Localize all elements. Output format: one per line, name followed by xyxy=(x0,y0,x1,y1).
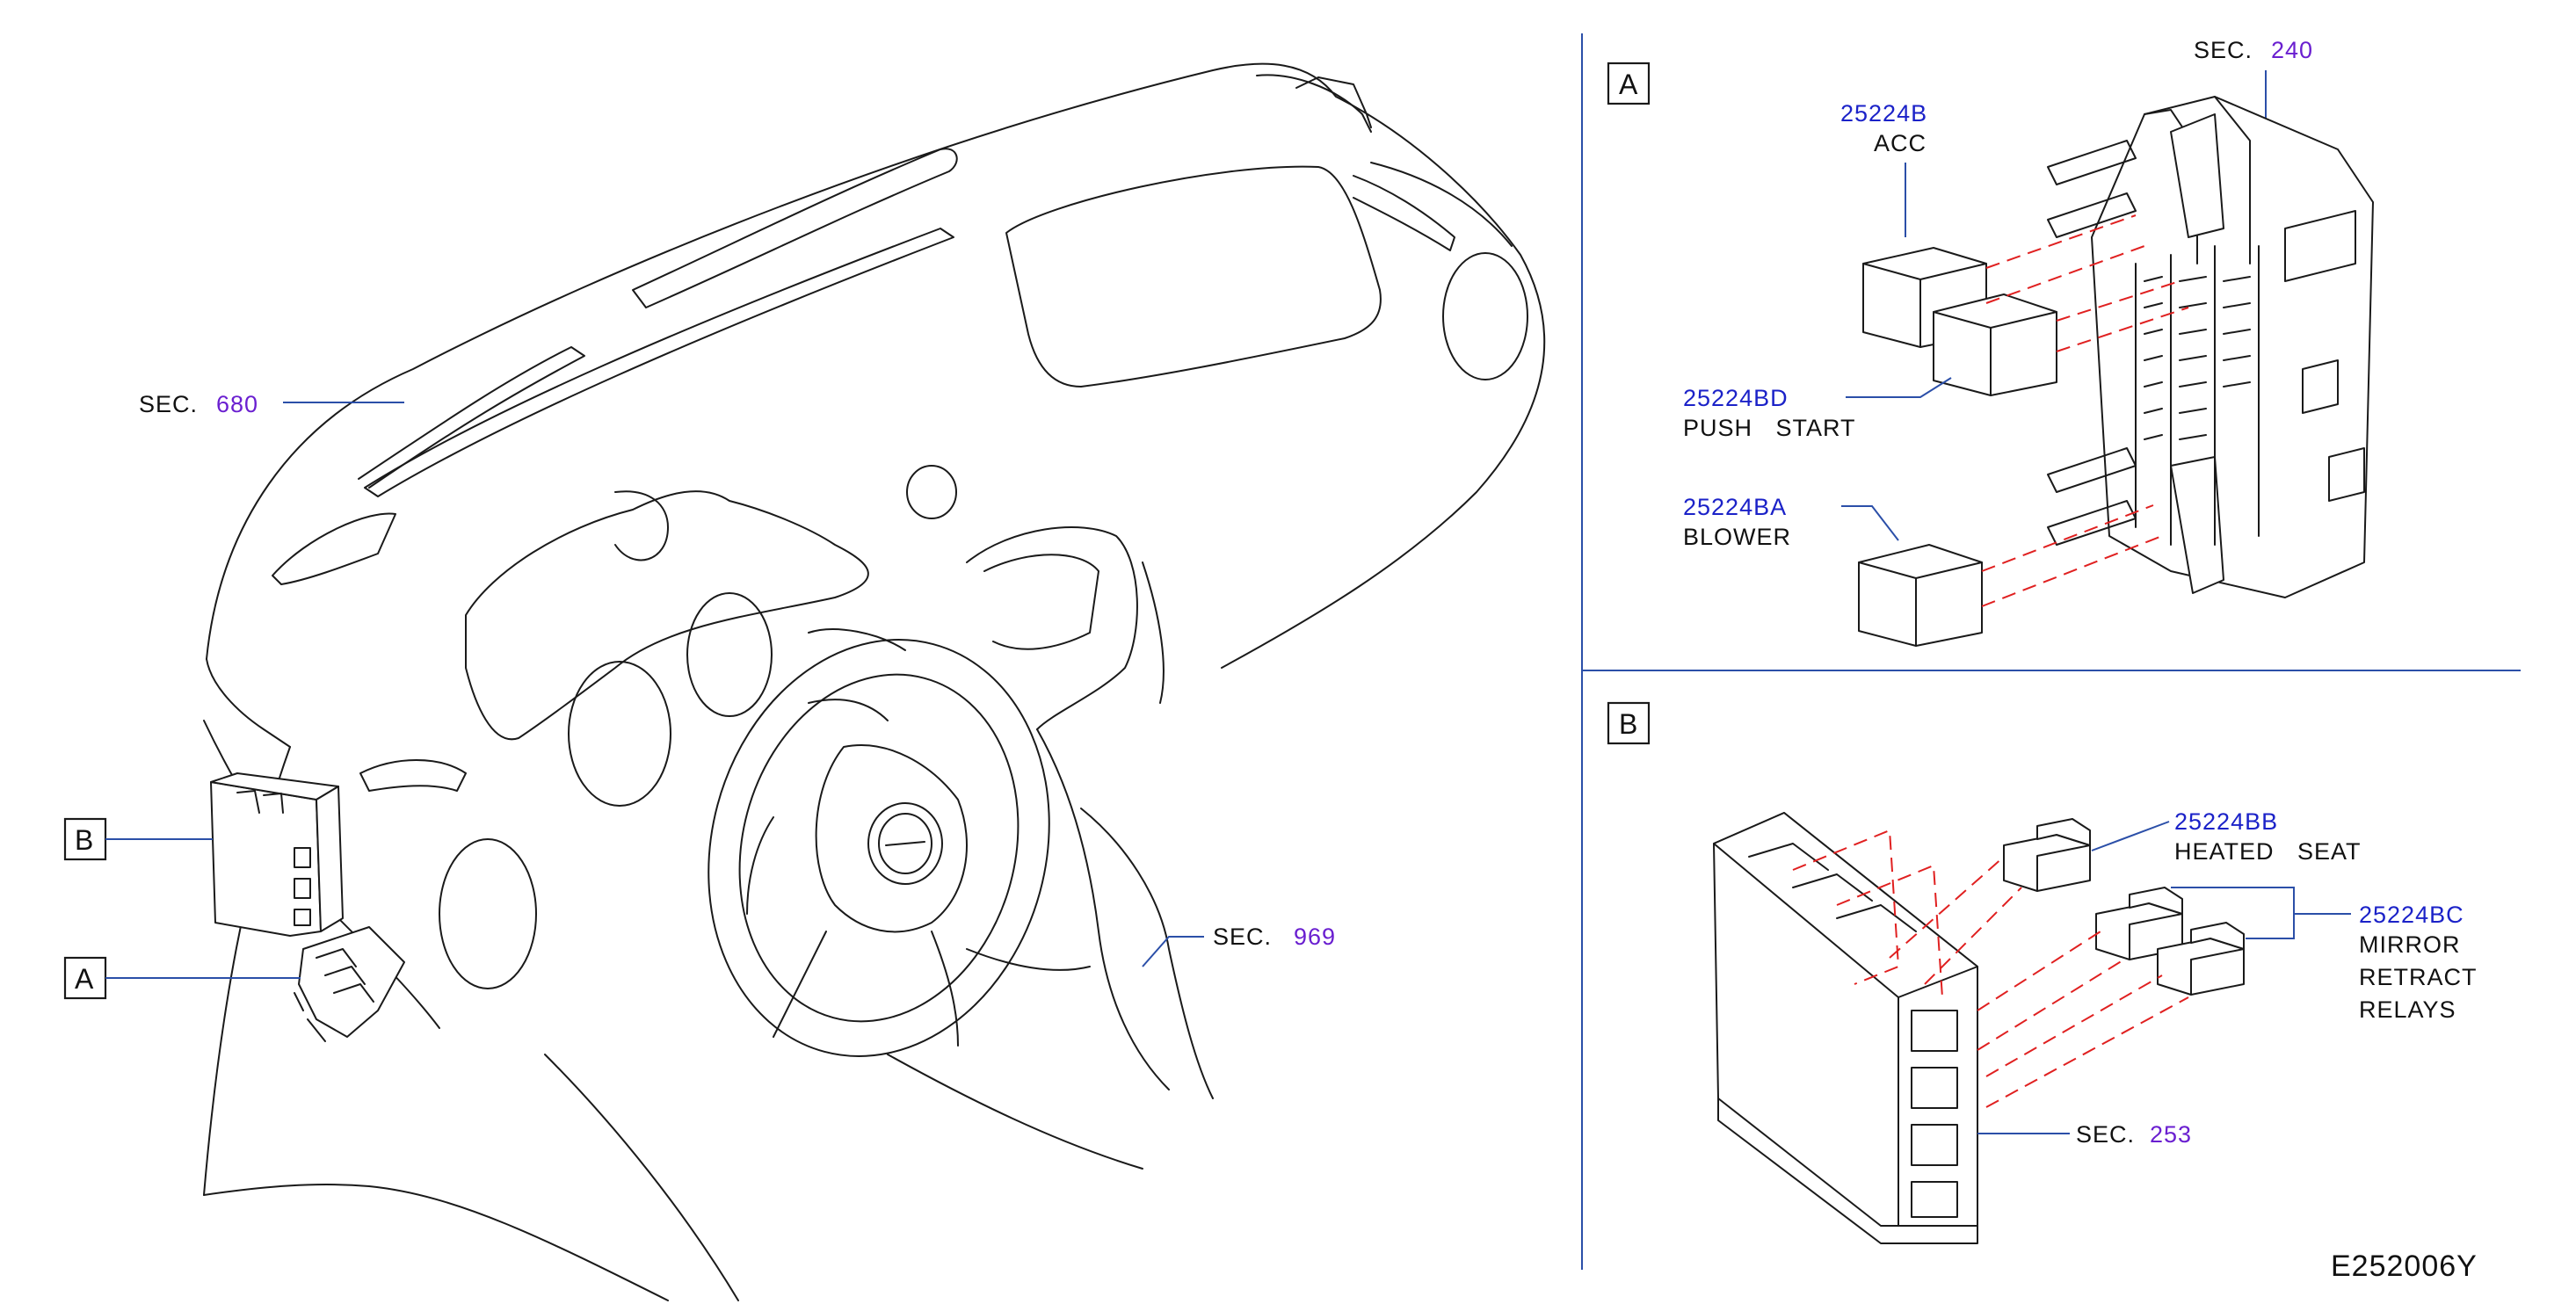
panel-a-title: A xyxy=(1619,69,1638,100)
panel-a-title-box xyxy=(1607,62,1651,105)
part-name-mirror: MIRROR xyxy=(2359,931,2461,958)
sec-969-ref[interactable]: 969 xyxy=(1294,924,1336,950)
part-name-retract: RETRACT xyxy=(2359,964,2478,990)
relay-blower-illustration xyxy=(1858,544,1983,647)
relay-push-start-illustration xyxy=(1933,293,2057,396)
assembly-line-b-8 xyxy=(1985,996,2189,1108)
part-name-blower: BLOWER xyxy=(1683,524,1791,550)
part-number-25224BA[interactable]: 25224BA xyxy=(1683,494,1787,520)
assembly-line-b-4 xyxy=(1924,887,2022,985)
callout-b-box[interactable] xyxy=(63,817,107,861)
callout-a-box[interactable] xyxy=(63,956,107,1000)
panel-b-title: B xyxy=(1619,708,1637,740)
part-name-acc: ACC xyxy=(1874,130,1927,156)
part-number-25224BB[interactable]: 25224BB xyxy=(2174,808,2278,835)
panel-a-sec-label: SEC. xyxy=(2194,37,2253,63)
relay-block-b-illustration xyxy=(210,772,344,937)
sec-680-ref[interactable]: 680 xyxy=(216,391,258,417)
leader-heated-seat xyxy=(2091,821,2170,851)
sec-253-ref[interactable]: 253 xyxy=(2150,1121,2192,1148)
assembly-line-acc-2 xyxy=(1985,245,2145,304)
assembly-line-acc-1 xyxy=(1985,214,2137,269)
relay-heated-seat-illustration xyxy=(2003,818,2091,892)
relay-mirror-2-illustration xyxy=(2157,922,2245,996)
part-number-25224BD[interactable]: 25224BD xyxy=(1683,385,1789,411)
leader-push-start xyxy=(1846,377,1952,398)
assembly-line-b-5 xyxy=(1977,931,2101,1011)
callout-b-label: B xyxy=(75,824,93,856)
assembly-line-push-2 xyxy=(2056,307,2189,352)
part-name-push-start: PUSH START xyxy=(1683,415,1856,441)
sec-969-leader xyxy=(1142,936,1204,967)
relay-block-a-illustration xyxy=(294,926,405,1042)
part-number-25224B[interactable]: 25224B xyxy=(1840,100,1927,127)
leader-mirror-retract xyxy=(2171,887,2351,939)
panel-b-title-box xyxy=(1607,701,1651,745)
assembly-line-b-3 xyxy=(1889,856,2005,959)
relay-mirror-1-illustration xyxy=(2095,887,2183,960)
panel-b-sec-label: SEC. xyxy=(2076,1121,2135,1148)
fuse-block-illustration xyxy=(2047,96,2374,598)
assembly-line-b-7 xyxy=(1985,974,2163,1077)
assembly-line-blower-1 xyxy=(1981,504,2154,572)
assembly-line-b-6 xyxy=(1977,957,2128,1051)
callout-a-label: A xyxy=(75,963,94,995)
assembly-line-b-1 xyxy=(1792,829,1900,985)
diagram-code: E252006Y xyxy=(2331,1250,2478,1283)
part-name-relays: RELAYS xyxy=(2359,996,2456,1023)
sec-label-left: SEC. xyxy=(139,391,198,417)
sec-240-ref[interactable]: 240 xyxy=(2271,37,2313,63)
relay-box-b-illustration xyxy=(1713,812,1978,1244)
part-number-25224BC[interactable]: 25224BC xyxy=(2359,902,2464,928)
sec-label-969: SEC. xyxy=(1213,924,1272,950)
leader-blower xyxy=(1841,505,1899,541)
part-name-heated-seat: HEATED SEAT xyxy=(2174,838,2362,865)
dashboard-illustration xyxy=(203,62,1546,1301)
assembly-line-b-2 xyxy=(1836,864,1943,998)
assembly-line-blower-2 xyxy=(1981,535,2163,607)
